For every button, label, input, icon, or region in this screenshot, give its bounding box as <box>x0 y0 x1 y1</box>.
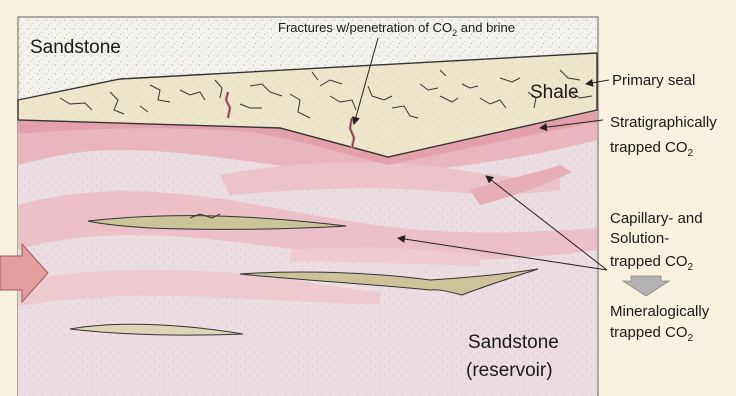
reservoir-label-line1: Sandstone <box>468 332 559 353</box>
capillary-label-line2: Solution- <box>610 230 669 247</box>
mineral-label-line1: Mineralogically <box>610 303 710 320</box>
capillary-label-line1: Capillary- and <box>610 210 703 227</box>
sandstone-top-label: Sandstone <box>30 37 121 58</box>
primary-seal-label: Primary seal <box>612 72 695 89</box>
reservoir-label-line2: (reservoir) <box>466 360 553 381</box>
strat-label-line1: Stratigraphically <box>610 114 717 131</box>
shale-label: Shale <box>530 82 579 103</box>
